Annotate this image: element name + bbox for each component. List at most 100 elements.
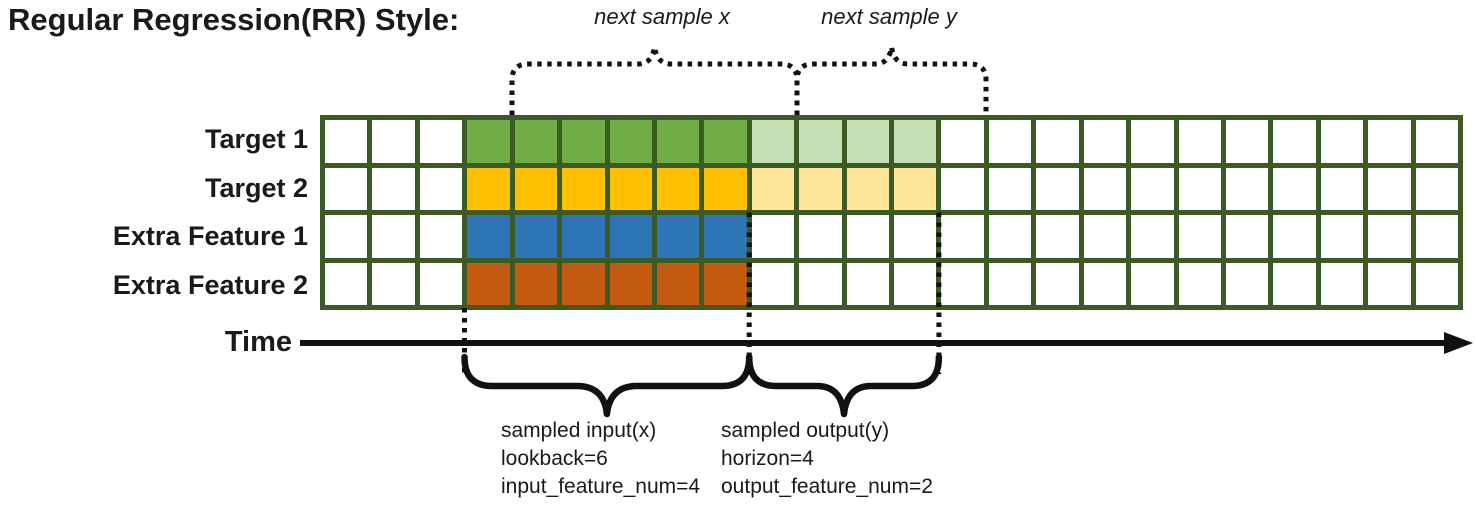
grid-cell <box>1083 167 1127 210</box>
grid-cell <box>1083 120 1127 163</box>
grid-cell <box>1036 215 1079 258</box>
grid-cell <box>1225 120 1269 163</box>
grid-cell <box>799 262 842 305</box>
grid-cell <box>1273 120 1316 163</box>
input-feature-num-line: input_feature_num=4 <box>501 475 701 498</box>
grid-cell <box>1368 167 1411 210</box>
grid-cell <box>941 167 984 210</box>
grid-cell <box>1320 215 1364 258</box>
row-label: Target 1 <box>204 123 308 154</box>
grid-cell <box>751 262 795 305</box>
grid-cell <box>609 120 652 163</box>
grid-cell <box>1368 120 1411 163</box>
grid-cell <box>1415 120 1458 163</box>
grid-cell <box>894 120 937 163</box>
grid-cell <box>704 215 747 258</box>
grid-cell <box>988 215 1032 258</box>
grid-cell <box>799 215 842 258</box>
grid-cell <box>372 120 415 163</box>
grid-cell <box>419 262 463 305</box>
grid-cell <box>562 262 605 305</box>
grid-cell <box>704 167 747 210</box>
grid-cell <box>514 120 558 163</box>
grid-cell <box>1415 215 1458 258</box>
grid-cell <box>609 215 652 258</box>
grid-cell <box>751 167 795 210</box>
grid-cell <box>988 120 1032 163</box>
grid-cell <box>1036 120 1079 163</box>
grid-cell <box>419 120 463 163</box>
grid-cell <box>1131 167 1174 210</box>
grid-cell <box>1083 262 1127 305</box>
grid-cell <box>799 167 842 210</box>
grid-cell <box>325 262 368 305</box>
grid-cell <box>656 215 700 258</box>
grid-cell <box>372 215 415 258</box>
grid-cell <box>1368 215 1411 258</box>
grid-cell <box>1131 262 1174 305</box>
grid-cell <box>1415 167 1458 210</box>
grid-cell <box>1131 120 1174 163</box>
grid-cell <box>514 215 558 258</box>
grid-cell <box>514 167 558 210</box>
grid-cell <box>656 167 700 210</box>
grid-cell <box>1178 215 1221 258</box>
grid-cell <box>1320 167 1364 210</box>
diagram-title: Regular Regression(RR) Style: <box>8 2 460 37</box>
sampled-output-line: sampled output(y) <box>721 419 890 442</box>
grid-cell <box>372 167 415 210</box>
grid-cell <box>1036 167 1079 210</box>
grid-cell <box>894 167 937 210</box>
grid-cell <box>988 262 1032 305</box>
grid-cell <box>1273 215 1316 258</box>
next-sample-x-brace <box>509 46 800 115</box>
grid-cell <box>467 167 510 210</box>
grid-cell <box>846 167 889 210</box>
grid-cell <box>799 120 842 163</box>
grid-cell <box>1178 262 1221 305</box>
grid-cell <box>609 167 652 210</box>
grid-cell <box>941 262 984 305</box>
lookback-line: lookback=6 <box>501 447 608 470</box>
grid-cell <box>656 262 700 305</box>
grid-cell <box>751 215 795 258</box>
grid-cell <box>704 262 747 305</box>
grid-cell <box>894 262 937 305</box>
grid-cell <box>751 120 795 163</box>
grid-cell <box>846 215 889 258</box>
grid-cell <box>419 215 463 258</box>
row-label: Extra Feature 1 <box>112 221 308 252</box>
grid-cell <box>467 120 510 163</box>
grid-cell <box>704 120 747 163</box>
grid-cell <box>1083 215 1127 258</box>
grid-cell <box>514 262 558 305</box>
time-axis-arrowhead <box>1444 332 1473 354</box>
grid-cell <box>1225 215 1269 258</box>
sampled-input-line: sampled input(x) <box>501 419 657 442</box>
grid-cell <box>372 262 415 305</box>
timeline-grid <box>320 115 1463 310</box>
grid-cell <box>1036 262 1079 305</box>
grid-cell <box>941 215 984 258</box>
grid-cell <box>1368 262 1411 305</box>
grid-cell <box>846 262 889 305</box>
grid-cell <box>656 120 700 163</box>
grid-cell <box>1225 262 1269 305</box>
grid-cell <box>325 215 368 258</box>
grid-cell <box>1131 215 1174 258</box>
grid-cell <box>1178 167 1221 210</box>
grid-cell <box>609 262 652 305</box>
grid-cell <box>1178 120 1221 163</box>
grid-cell <box>562 167 605 210</box>
row-label: Target 2 <box>204 172 308 203</box>
grid-cell <box>894 215 937 258</box>
grid-cell <box>1320 262 1364 305</box>
row-label: Extra Feature 2 <box>112 270 308 301</box>
grid-cell <box>419 167 463 210</box>
grid-cell <box>562 215 605 258</box>
grid-cell <box>467 215 510 258</box>
next-sample-y-brace <box>794 46 989 115</box>
grid-cell <box>846 120 889 163</box>
horizon-line: horizon=4 <box>721 447 814 470</box>
next-sample-x-label: next sample x <box>594 4 730 29</box>
